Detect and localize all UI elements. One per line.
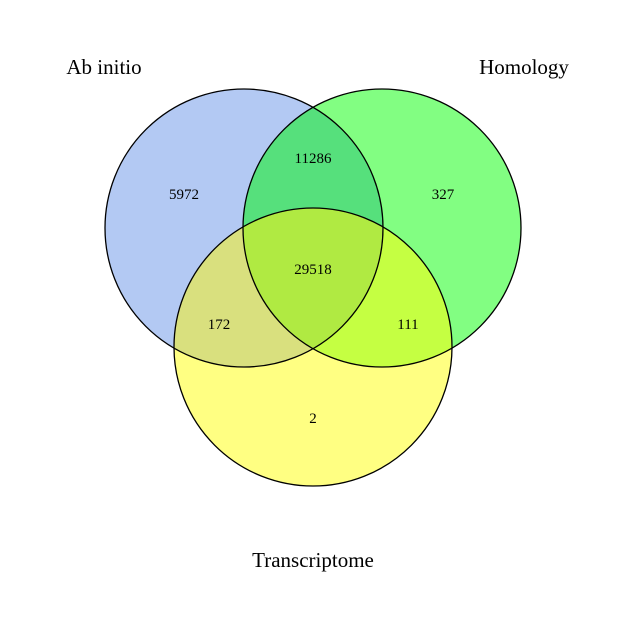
count-all-three: 29518 <box>294 262 332 278</box>
count-ab-initio-only: 5972 <box>169 187 199 203</box>
count-transcriptome-only: 2 <box>309 411 317 427</box>
count-homology-transcriptome: 111 <box>397 317 418 333</box>
count-ab-initio-homology: 11286 <box>295 151 332 167</box>
label-ab-initio: Ab initio <box>66 55 141 79</box>
homology-outline <box>242 88 522 368</box>
transcriptome-outline <box>173 207 453 487</box>
label-transcriptome: Transcriptome <box>252 548 374 572</box>
ab-initio-outline <box>104 88 384 368</box>
count-ab-initio-transcriptome: 172 <box>208 317 231 333</box>
count-homology-only: 327 <box>432 187 455 203</box>
label-homology: Homology <box>479 55 569 79</box>
